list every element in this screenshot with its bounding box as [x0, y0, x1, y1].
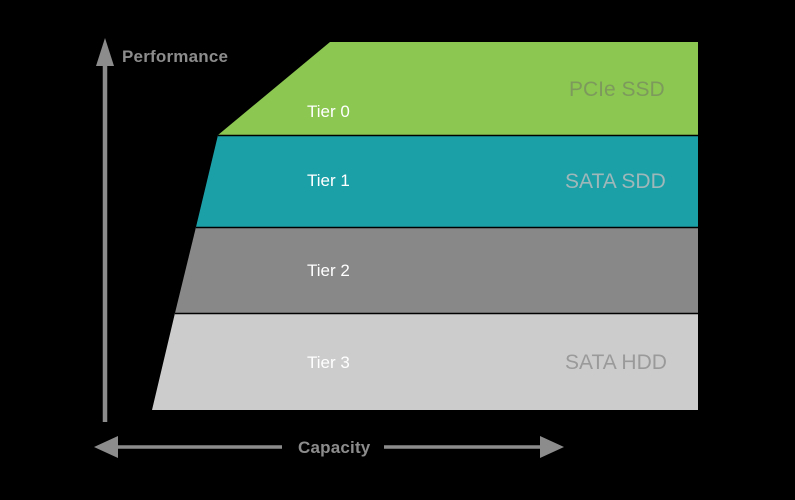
media-label-tier-3: SATA HDD — [565, 351, 667, 374]
performance-axis-label: Performance — [122, 47, 229, 66]
tier-band-tier-3[interactable] — [152, 313, 698, 410]
tier-label-tier-3: Tier 3 — [307, 353, 350, 372]
capacity-axis-label: Capacity — [298, 438, 371, 457]
tier-label-tier-1: Tier 1 — [307, 171, 350, 190]
arrow-right-icon — [384, 436, 564, 458]
media-label-tier-1: SATA SDD — [565, 170, 666, 193]
tier-band-tier-2[interactable] — [175, 227, 698, 313]
arrow-up-icon — [96, 38, 114, 422]
arrow-left-icon — [94, 436, 282, 458]
media-label-tier-0: PCIe SSD — [569, 78, 665, 101]
tier-label-tier-0: Tier 0 — [307, 102, 350, 121]
tier-label-tier-2: Tier 2 — [307, 261, 350, 280]
tier-band-tier-1[interactable] — [196, 135, 698, 227]
tier-band-tier-0[interactable] — [218, 42, 698, 135]
